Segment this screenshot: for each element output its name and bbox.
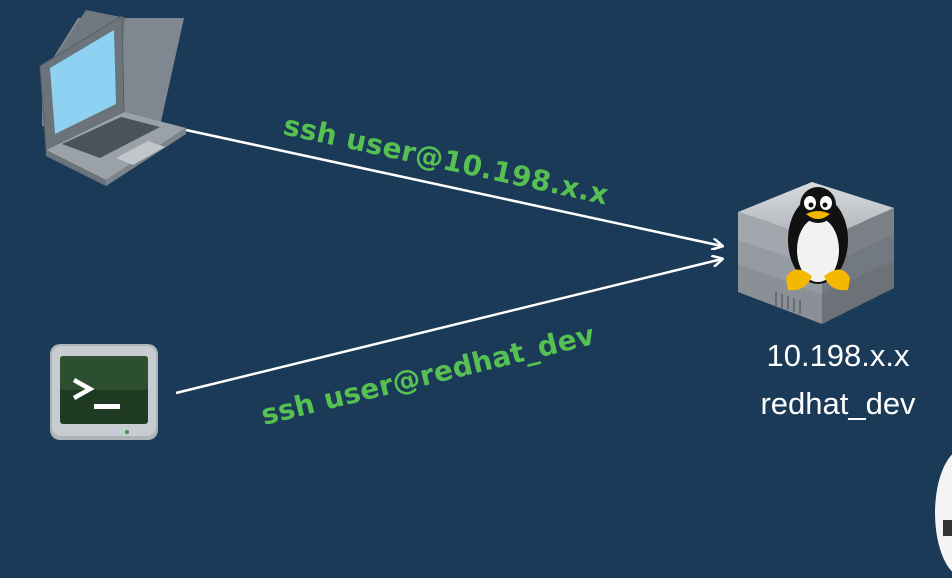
server-ip-label: 10.198.x.x	[766, 338, 910, 373]
tux-penguin	[786, 187, 850, 291]
laptop-icon	[39, 10, 186, 186]
laptop-screen	[50, 30, 116, 134]
arrow-laptop-to-server	[185, 128, 722, 246]
ssh-diagram: ssh user@10.198.x.x ssh user@redhat_dev	[39, 10, 894, 440]
corner-badge	[935, 448, 952, 578]
command-label-hostname: ssh user@redhat_dev	[258, 318, 598, 432]
arrow-terminal-to-server	[175, 259, 722, 395]
terminal-icon	[50, 344, 158, 440]
corner-badge-mark	[943, 520, 952, 536]
server-hostname-label: redhat_dev	[760, 386, 916, 421]
linux-server-icon	[738, 182, 894, 324]
